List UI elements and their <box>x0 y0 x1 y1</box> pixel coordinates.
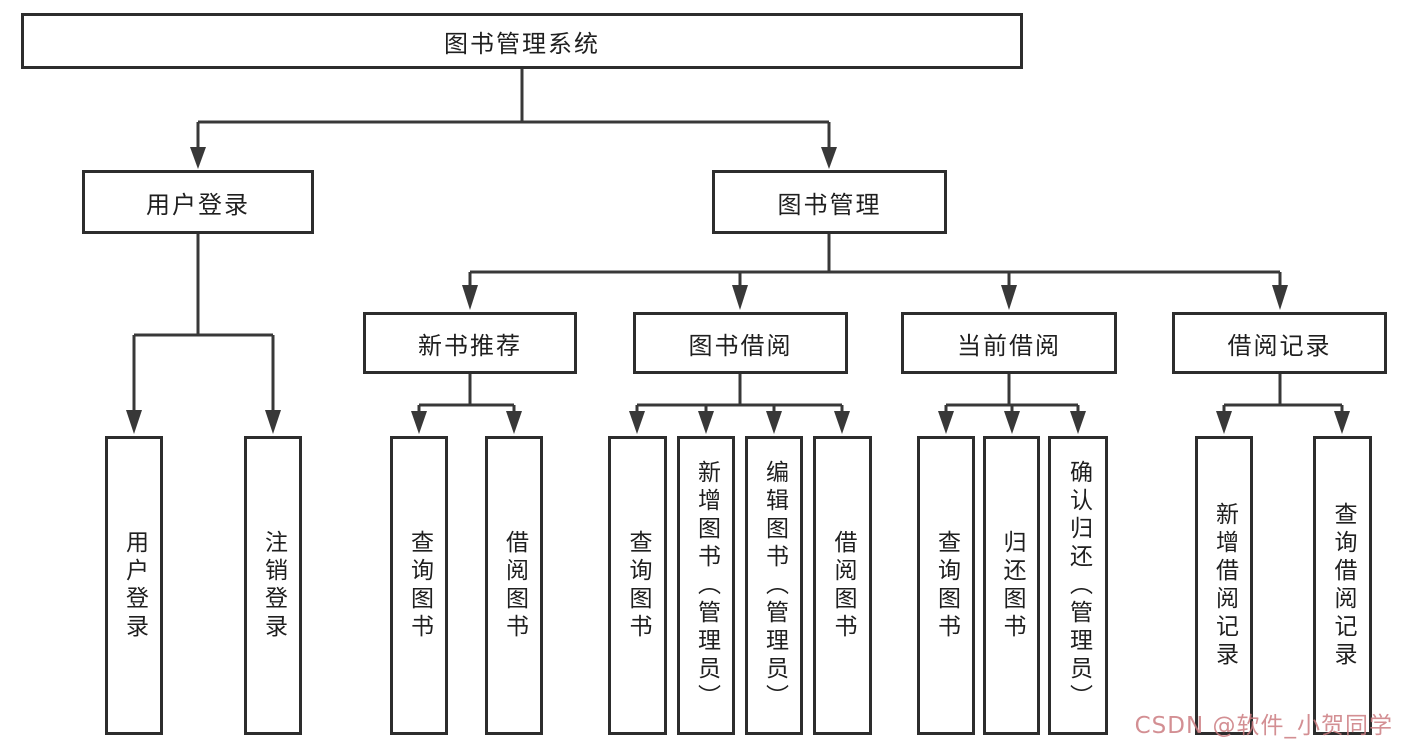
connector-borrow-records-children <box>1216 374 1350 434</box>
node-current-borrow-label: 当前借阅 <box>957 331 1061 360</box>
leaf-rec-query-books-label: 查询图书 <box>406 529 433 642</box>
leaf-br-query-record-label: 查询借阅记录 <box>1330 501 1356 670</box>
connector-book-mgmt-children <box>462 234 1288 310</box>
leaf-br-add-record-label: 新增借阅记录 <box>1211 501 1238 670</box>
node-book-mgmt: 图书管理 <box>712 170 947 234</box>
node-new-book-rec: 新书推荐 <box>363 312 577 374</box>
node-book-mgmt-label: 图书管理 <box>777 190 882 219</box>
leaf-bb-query-books: 查询图书 <box>608 436 667 735</box>
leaf-cb-return-books: 归还图书 <box>983 436 1040 735</box>
node-borrow-records-label: 借阅记录 <box>1227 331 1332 360</box>
leaf-cb-query-books-label: 查询图书 <box>933 529 960 642</box>
leaf-bb-borrow-books-label: 借阅图书 <box>830 529 856 642</box>
leaf-user-login: 用户登录 <box>105 436 163 735</box>
leaf-cb-confirm-return-label: 确认归还（管理员） <box>1065 459 1092 712</box>
node-user-login-label: 用户登录 <box>146 190 250 219</box>
leaf-cb-return-books-label: 归还图书 <box>999 529 1025 642</box>
node-current-borrow: 当前借阅 <box>901 312 1117 374</box>
leaf-bb-borrow-books: 借阅图书 <box>813 436 872 735</box>
leaf-user-login-label: 用户登录 <box>121 529 148 642</box>
leaf-logout-label: 注销登录 <box>260 529 287 642</box>
leaf-bb-query-books-label: 查询图书 <box>625 529 651 642</box>
leaf-br-query-record: 查询借阅记录 <box>1313 436 1372 735</box>
leaf-rec-query-books: 查询图书 <box>390 436 448 735</box>
leaf-bb-edit-books: 编辑图书（管理员） <box>745 436 803 735</box>
node-book-borrow-label: 图书借阅 <box>688 331 793 360</box>
leaf-logout: 注销登录 <box>244 436 302 735</box>
node-borrow-records: 借阅记录 <box>1172 312 1387 374</box>
node-root-label: 图书管理系统 <box>444 29 600 58</box>
leaf-br-add-record: 新增借阅记录 <box>1195 436 1253 735</box>
leaf-bb-add-books-label: 新增图书（管理员） <box>693 459 720 712</box>
connector-user-login-children <box>126 234 281 434</box>
node-new-book-rec-label: 新书推荐 <box>418 331 522 360</box>
leaf-cb-query-books: 查询图书 <box>917 436 975 735</box>
connector-book-borrow-children <box>629 374 850 434</box>
leaf-rec-borrow-books-label: 借阅图书 <box>501 529 528 642</box>
node-user-login: 用户登录 <box>82 170 314 234</box>
node-book-borrow: 图书借阅 <box>633 312 848 374</box>
node-root-system: 图书管理系统 <box>21 13 1023 69</box>
csdn-watermark: CSDN @软件_小贺同学 <box>1134 713 1393 739</box>
leaf-bb-edit-books-label: 编辑图书（管理员） <box>761 459 788 712</box>
leaf-bb-add-books: 新增图书（管理员） <box>677 436 735 735</box>
leaf-rec-borrow-books: 借阅图书 <box>485 436 543 735</box>
connector-new-book-rec-children <box>411 374 522 434</box>
connector-current-borrow-children <box>938 374 1086 434</box>
connector-root-to-level2 <box>190 69 837 169</box>
leaf-cb-confirm-return: 确认归还（管理员） <box>1048 436 1108 735</box>
